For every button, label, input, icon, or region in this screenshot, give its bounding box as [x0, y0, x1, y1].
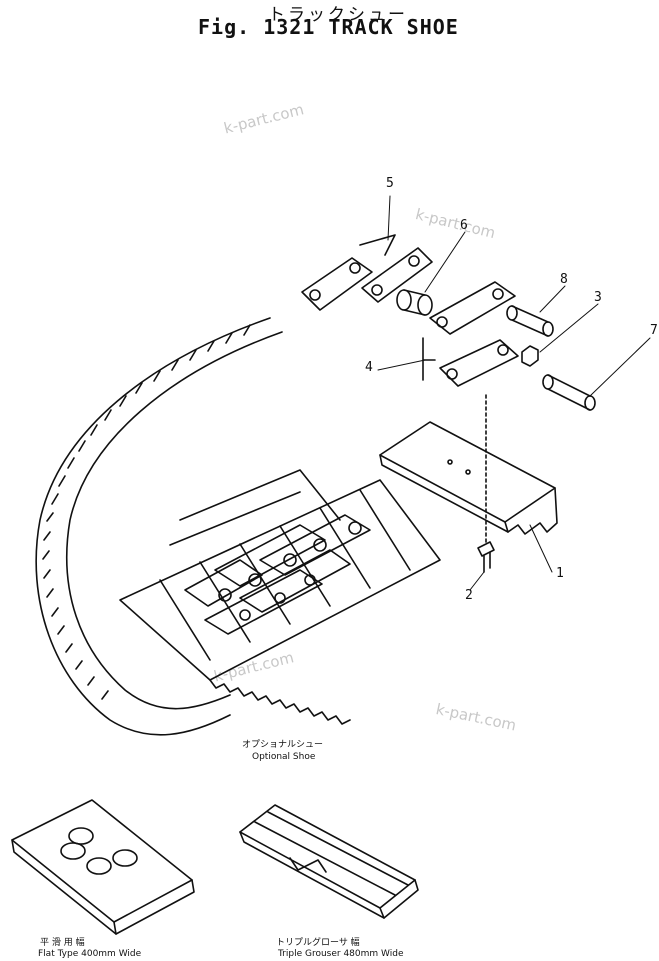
callout-leaders	[377, 195, 651, 591]
part-3-nut	[521, 345, 539, 367]
title-japanese: トラックシュー	[268, 5, 408, 25]
callout-7: 7	[650, 323, 658, 338]
triple-grouser-caption-jp: トリプルグローサ 幅	[276, 938, 360, 948]
callout-4: 4	[365, 360, 373, 375]
part-1-shoe	[379, 421, 558, 535]
track-belt-drawing	[35, 317, 441, 736]
part-7-pin	[542, 374, 596, 411]
optional-shoe-caption: Optional Shoe	[252, 752, 316, 762]
flat-type-caption: Flat Type 400mm Wide	[38, 949, 142, 959]
part-4-link	[422, 281, 519, 387]
callout-2: 2	[465, 588, 473, 603]
flat-type-caption-jp: 平 滑 用 幅	[40, 938, 85, 948]
triple-grouser-caption: Triple Grouser 480mm Wide	[278, 949, 404, 959]
callout-6: 6	[460, 218, 468, 233]
optional-shoe-caption-jp: オプショナルシュー	[242, 740, 324, 750]
triple-grouser-shoe	[239, 804, 419, 919]
link-chain-assembly	[184, 514, 371, 635]
callout-5: 5	[386, 176, 394, 191]
part-2-bolt	[477, 394, 495, 573]
part-5-link	[301, 234, 433, 311]
callout-1: 1	[556, 566, 564, 581]
flat-type-shoe	[11, 799, 195, 935]
figure-title: Fig. 1321 TRACK SHOE	[198, 15, 459, 39]
part-8-pin	[506, 305, 554, 337]
callout-8: 8	[560, 272, 568, 287]
part-6-bushing	[396, 289, 433, 316]
callout-3: 3	[594, 290, 602, 305]
